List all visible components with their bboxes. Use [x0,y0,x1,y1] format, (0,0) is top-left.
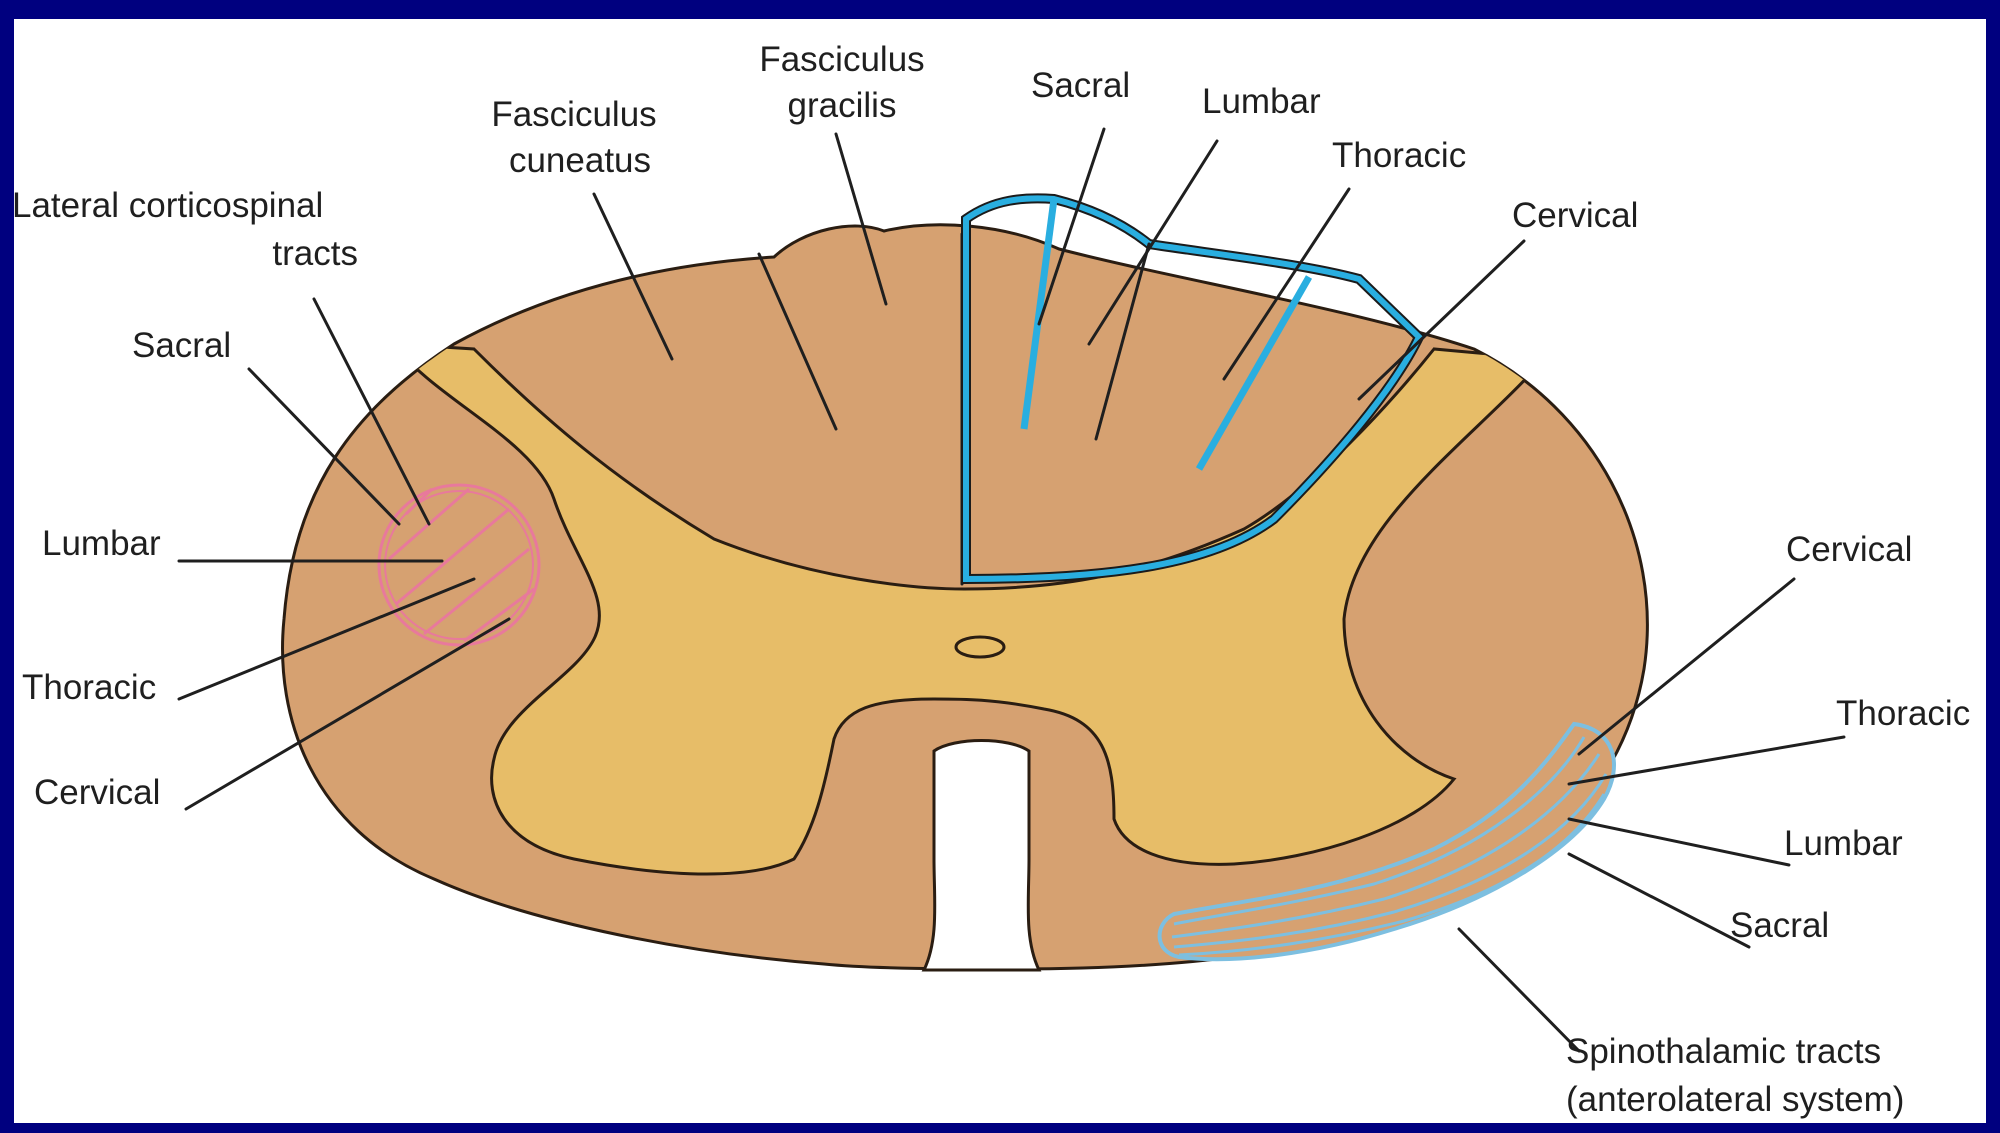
label-st-sacral: Sacral [1730,906,1829,945]
anterior-median-fissure [921,739,1042,972]
label-lateral-corticospinal-2: tracts [272,234,358,273]
label-st-lumbar: Lumbar [1784,824,1903,863]
spinothalamic-tract [1157,721,1616,962]
label-spinothalamic-2: (anterolateral system) [1566,1080,1904,1119]
central-canal [954,635,1006,659]
label-dc-thoracic: Thoracic [1332,136,1466,175]
dc-lamina-1 [1020,198,1058,430]
diagram-panel: Fasciculus gracilis Fasciculus cuneatus … [14,19,1986,1123]
label-spinothalamic-1: Spinothalamic tracts [1566,1032,1881,1071]
label-lcs-cervical: Cervical [34,773,160,812]
label-dc-sacral: Sacral [1031,66,1130,105]
lateral-corticospinal-tract [377,483,541,647]
label-lcs-lumbar: Lumbar [42,524,161,563]
label-fasciculus-cuneatus-1: Fasciculus [491,95,656,134]
label-fasciculus-gracilis-1: Fasciculus [759,40,924,79]
dc-lamina-3 [1094,242,1151,441]
label-fasciculus-cuneatus-2: cuneatus [509,141,651,180]
spinal-cord-cross-section: Fasciculus gracilis Fasciculus cuneatus … [14,40,1970,1119]
labels: Fasciculus gracilis Fasciculus cuneatus … [14,40,1970,1119]
label-lateral-corticospinal-1: Lateral corticospinal [14,186,323,225]
label-dc-cervical: Cervical [1512,196,1638,235]
label-lcs-sacral: Sacral [132,326,231,365]
label-lcs-thoracic: Thoracic [22,668,156,707]
gray-matter [390,342,1548,876]
septum-gracilis-cuneatus [757,252,838,431]
label-fasciculus-gracilis-2: gracilis [788,86,897,125]
leader-lines [177,127,1846,1053]
label-st-cervical: Cervical [1786,530,1912,569]
label-st-thoracic: Thoracic [1836,694,1970,733]
label-dc-lumbar: Lumbar [1202,82,1321,121]
dc-lamina-2 [1195,275,1313,471]
